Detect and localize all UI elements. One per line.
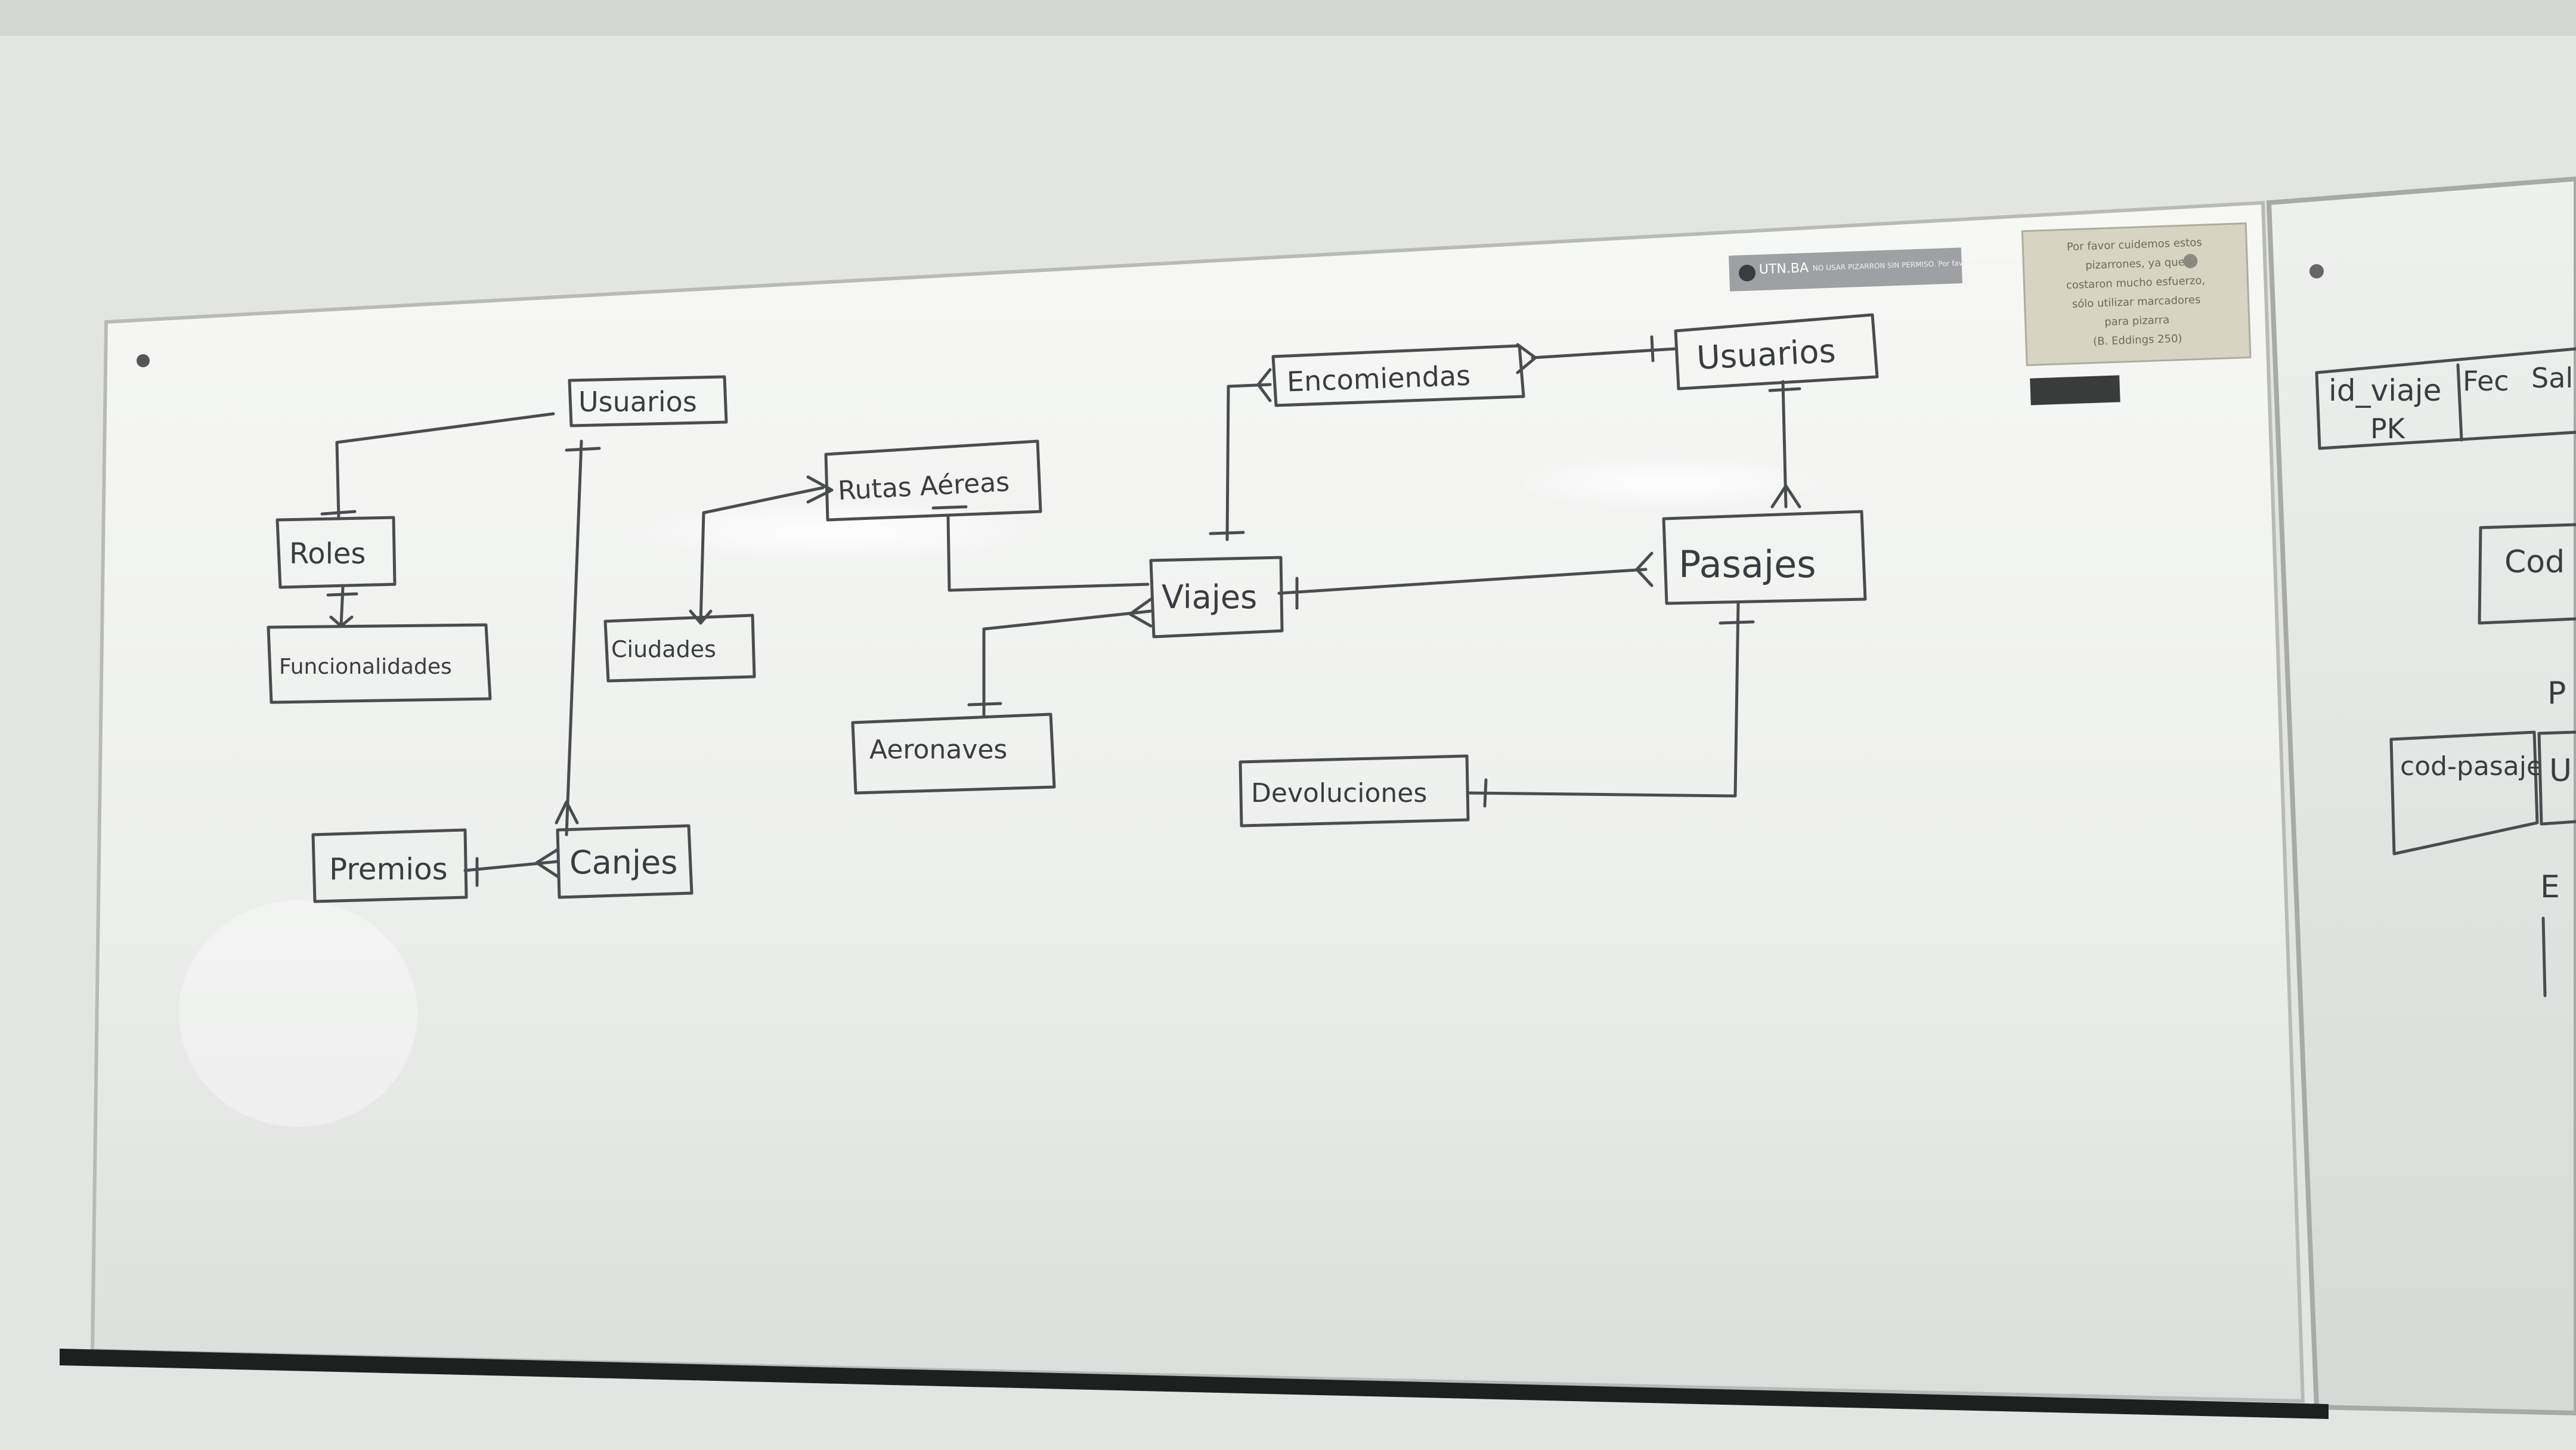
relation-rutas-viajes (946, 516, 1150, 592)
relation-viajes-aeronaves (982, 609, 1153, 717)
relation-encomiendas-viajes (1225, 383, 1272, 541)
entity-label: Canjes (569, 844, 677, 881)
cell-id-viaje: id_viaje (2329, 373, 2441, 408)
wall-top-shadow (0, 0, 2576, 36)
notice-paper: Por favor cuidemos estos pizarrones, ya … (2021, 222, 2252, 367)
entity-label: Usuarios (578, 386, 697, 418)
entity-usuarios-left: Usuarios (568, 375, 728, 427)
table-frame (2315, 347, 2576, 450)
utn-logo-icon (1739, 265, 1755, 281)
entity-viajes: Viajes (1149, 556, 1284, 639)
magnet-icon (2183, 253, 2198, 268)
entity-funcionalidades: Funcionalidades (267, 623, 492, 704)
entity-premios: Premios (311, 828, 468, 903)
right-whiteboard (2266, 176, 2576, 1416)
board-screw (2309, 264, 2324, 278)
light-glare (626, 498, 1044, 563)
entity-label: Ciudades (611, 636, 716, 662)
cell-fec: Fec (2463, 365, 2509, 397)
entity-label: Encomiendas (1286, 360, 1471, 398)
relation-usuarios-canjes (565, 439, 583, 836)
entity-label: Funcionalidades (279, 655, 452, 679)
relation-viajes-pasajes (1277, 568, 1648, 595)
utn-brand: UTN.BA (1758, 261, 1809, 277)
cod-box (2478, 523, 2576, 625)
cell-sal: Sal (2531, 362, 2573, 394)
main-whiteboard (90, 200, 2305, 1403)
cell-p: P (2547, 676, 2566, 711)
notice-line: para pizarra (2104, 314, 2170, 329)
entity-pasajes: Pasajes (1662, 510, 1867, 605)
cell-cod: Cod (2504, 544, 2565, 580)
entity-label: Usuarios (1696, 332, 1837, 377)
entity-label: Devoluciones (1251, 778, 1427, 808)
entity-encomiendas: Encomiendas (1271, 344, 1525, 407)
relation-rutas-ciudades (699, 486, 825, 625)
entity-label: Viajes (1162, 578, 1257, 616)
relation-usuarios-roles (335, 412, 555, 520)
relationship-lines (320, 335, 1801, 887)
entity-canjes: Canjes (556, 824, 693, 899)
entity-devoluciones: Devoluciones (1239, 754, 1470, 828)
cod-pasaje-box (2389, 730, 2539, 856)
entity-label: Aeronaves (869, 735, 1007, 765)
right-board-table: id_viaje PK Fec Sal Cod P cod-pasaje U E (2315, 347, 2576, 997)
utn-sticker: UTN.BA NO USAR PIZARRON SIN PERMISO. Por… (1729, 247, 2047, 292)
cell-cod-pasaje: cod-pasaje (2400, 751, 2543, 782)
entity-aeronaves: Aeronaves (851, 712, 1056, 795)
relation-pasajes-devoluciones (1468, 600, 1740, 798)
entity-label: Premios (329, 852, 448, 887)
entity-ciudades: Ciudades (603, 614, 756, 683)
notice-line: (B. Eddings 250) (2093, 332, 2182, 348)
cell-u: U (2549, 753, 2572, 789)
light-glare (1515, 456, 1825, 510)
er-diagram: Usuarios Roles Funcionalidades Rutas Aér… (267, 313, 1879, 903)
cell-e: E (2540, 869, 2560, 905)
cell-pk: PK (2370, 413, 2406, 445)
entity-label: Pasajes (1679, 543, 1816, 586)
tape-strip (2030, 375, 2120, 405)
entity-roles: Roles (275, 516, 397, 589)
relation-canjes-premios (463, 860, 559, 872)
marker-tray (60, 1349, 2329, 1419)
entity-label: Roles (289, 537, 366, 571)
entity-usuarios-right: Usuarios (1674, 313, 1879, 391)
window-reflection (179, 900, 417, 1127)
board-screw (137, 354, 150, 367)
